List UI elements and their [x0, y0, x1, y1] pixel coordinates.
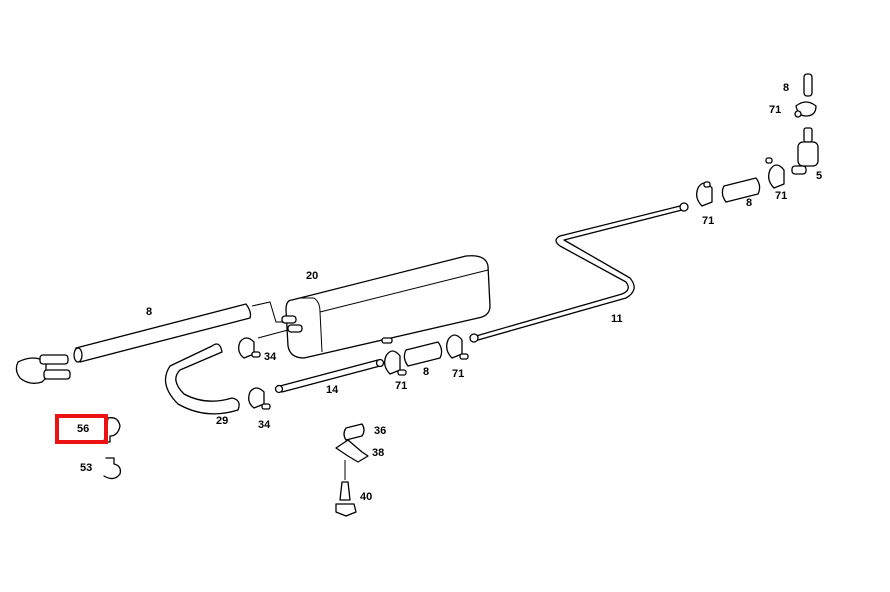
callout-38-bracket[interactable]: 38 [372, 447, 385, 459]
callout-36-sleeve[interactable]: 36 [374, 425, 387, 437]
hose-8d-part [803, 73, 813, 97]
pipe-11-part [469, 202, 689, 343]
bent-hose-29-part [164, 343, 240, 415]
clamp-71a-part [384, 350, 407, 376]
callout-5-valve[interactable]: 5 [816, 170, 823, 182]
screw-40-part [335, 481, 357, 517]
callout-8-long-hose[interactable]: 8 [146, 306, 153, 318]
callout-8-short-hose[interactable]: 8 [423, 366, 430, 378]
callout-71-clamp-d[interactable]: 71 [775, 190, 788, 202]
hose-8-short-part [403, 341, 443, 367]
canister-20-part [281, 255, 491, 359]
callout-71-clamp-e[interactable]: 71 [769, 104, 782, 116]
hose-8-long-part [73, 303, 252, 363]
callout-8-hose-c[interactable]: 8 [746, 197, 753, 209]
clip-56-part [103, 417, 121, 443]
clamp-71c-part [696, 181, 713, 207]
callout-71-clamp-c[interactable]: 71 [702, 215, 715, 227]
callout-71-clamp-b[interactable]: 71 [452, 368, 465, 380]
hose-8c-part [721, 177, 761, 203]
callout-71-clamp-a[interactable]: 71 [395, 380, 408, 392]
clamp-34a-part [238, 337, 261, 359]
clamp-71d-part [765, 157, 785, 189]
callout-56-clip[interactable]: 56 [77, 423, 90, 435]
selected-part-highlight [55, 414, 108, 444]
line-14-part [274, 358, 385, 394]
bracket-38-part [335, 439, 369, 480]
clamp-71e-part [794, 101, 817, 118]
callout-53-clip[interactable]: 53 [80, 462, 93, 474]
callout-40-screw[interactable]: 40 [360, 491, 373, 503]
clip-53-part [103, 457, 122, 480]
callout-14-line[interactable]: 14 [326, 384, 339, 396]
valve-5-part [791, 127, 819, 175]
callout-34-clamp-lower[interactable]: 34 [258, 419, 271, 431]
callout-11-pipe[interactable]: 11 [611, 313, 623, 325]
elbow-connector-part [15, 354, 71, 384]
callout-34-clamp[interactable]: 34 [264, 351, 277, 363]
sleeve-36-part [343, 423, 365, 441]
callout-8-hose-d[interactable]: 8 [783, 82, 790, 94]
callout-29-bent-hose[interactable]: 29 [216, 415, 229, 427]
callout-20-canister[interactable]: 20 [306, 270, 319, 282]
clamp-34b-part [248, 387, 271, 410]
clamp-71b-part [446, 334, 469, 360]
